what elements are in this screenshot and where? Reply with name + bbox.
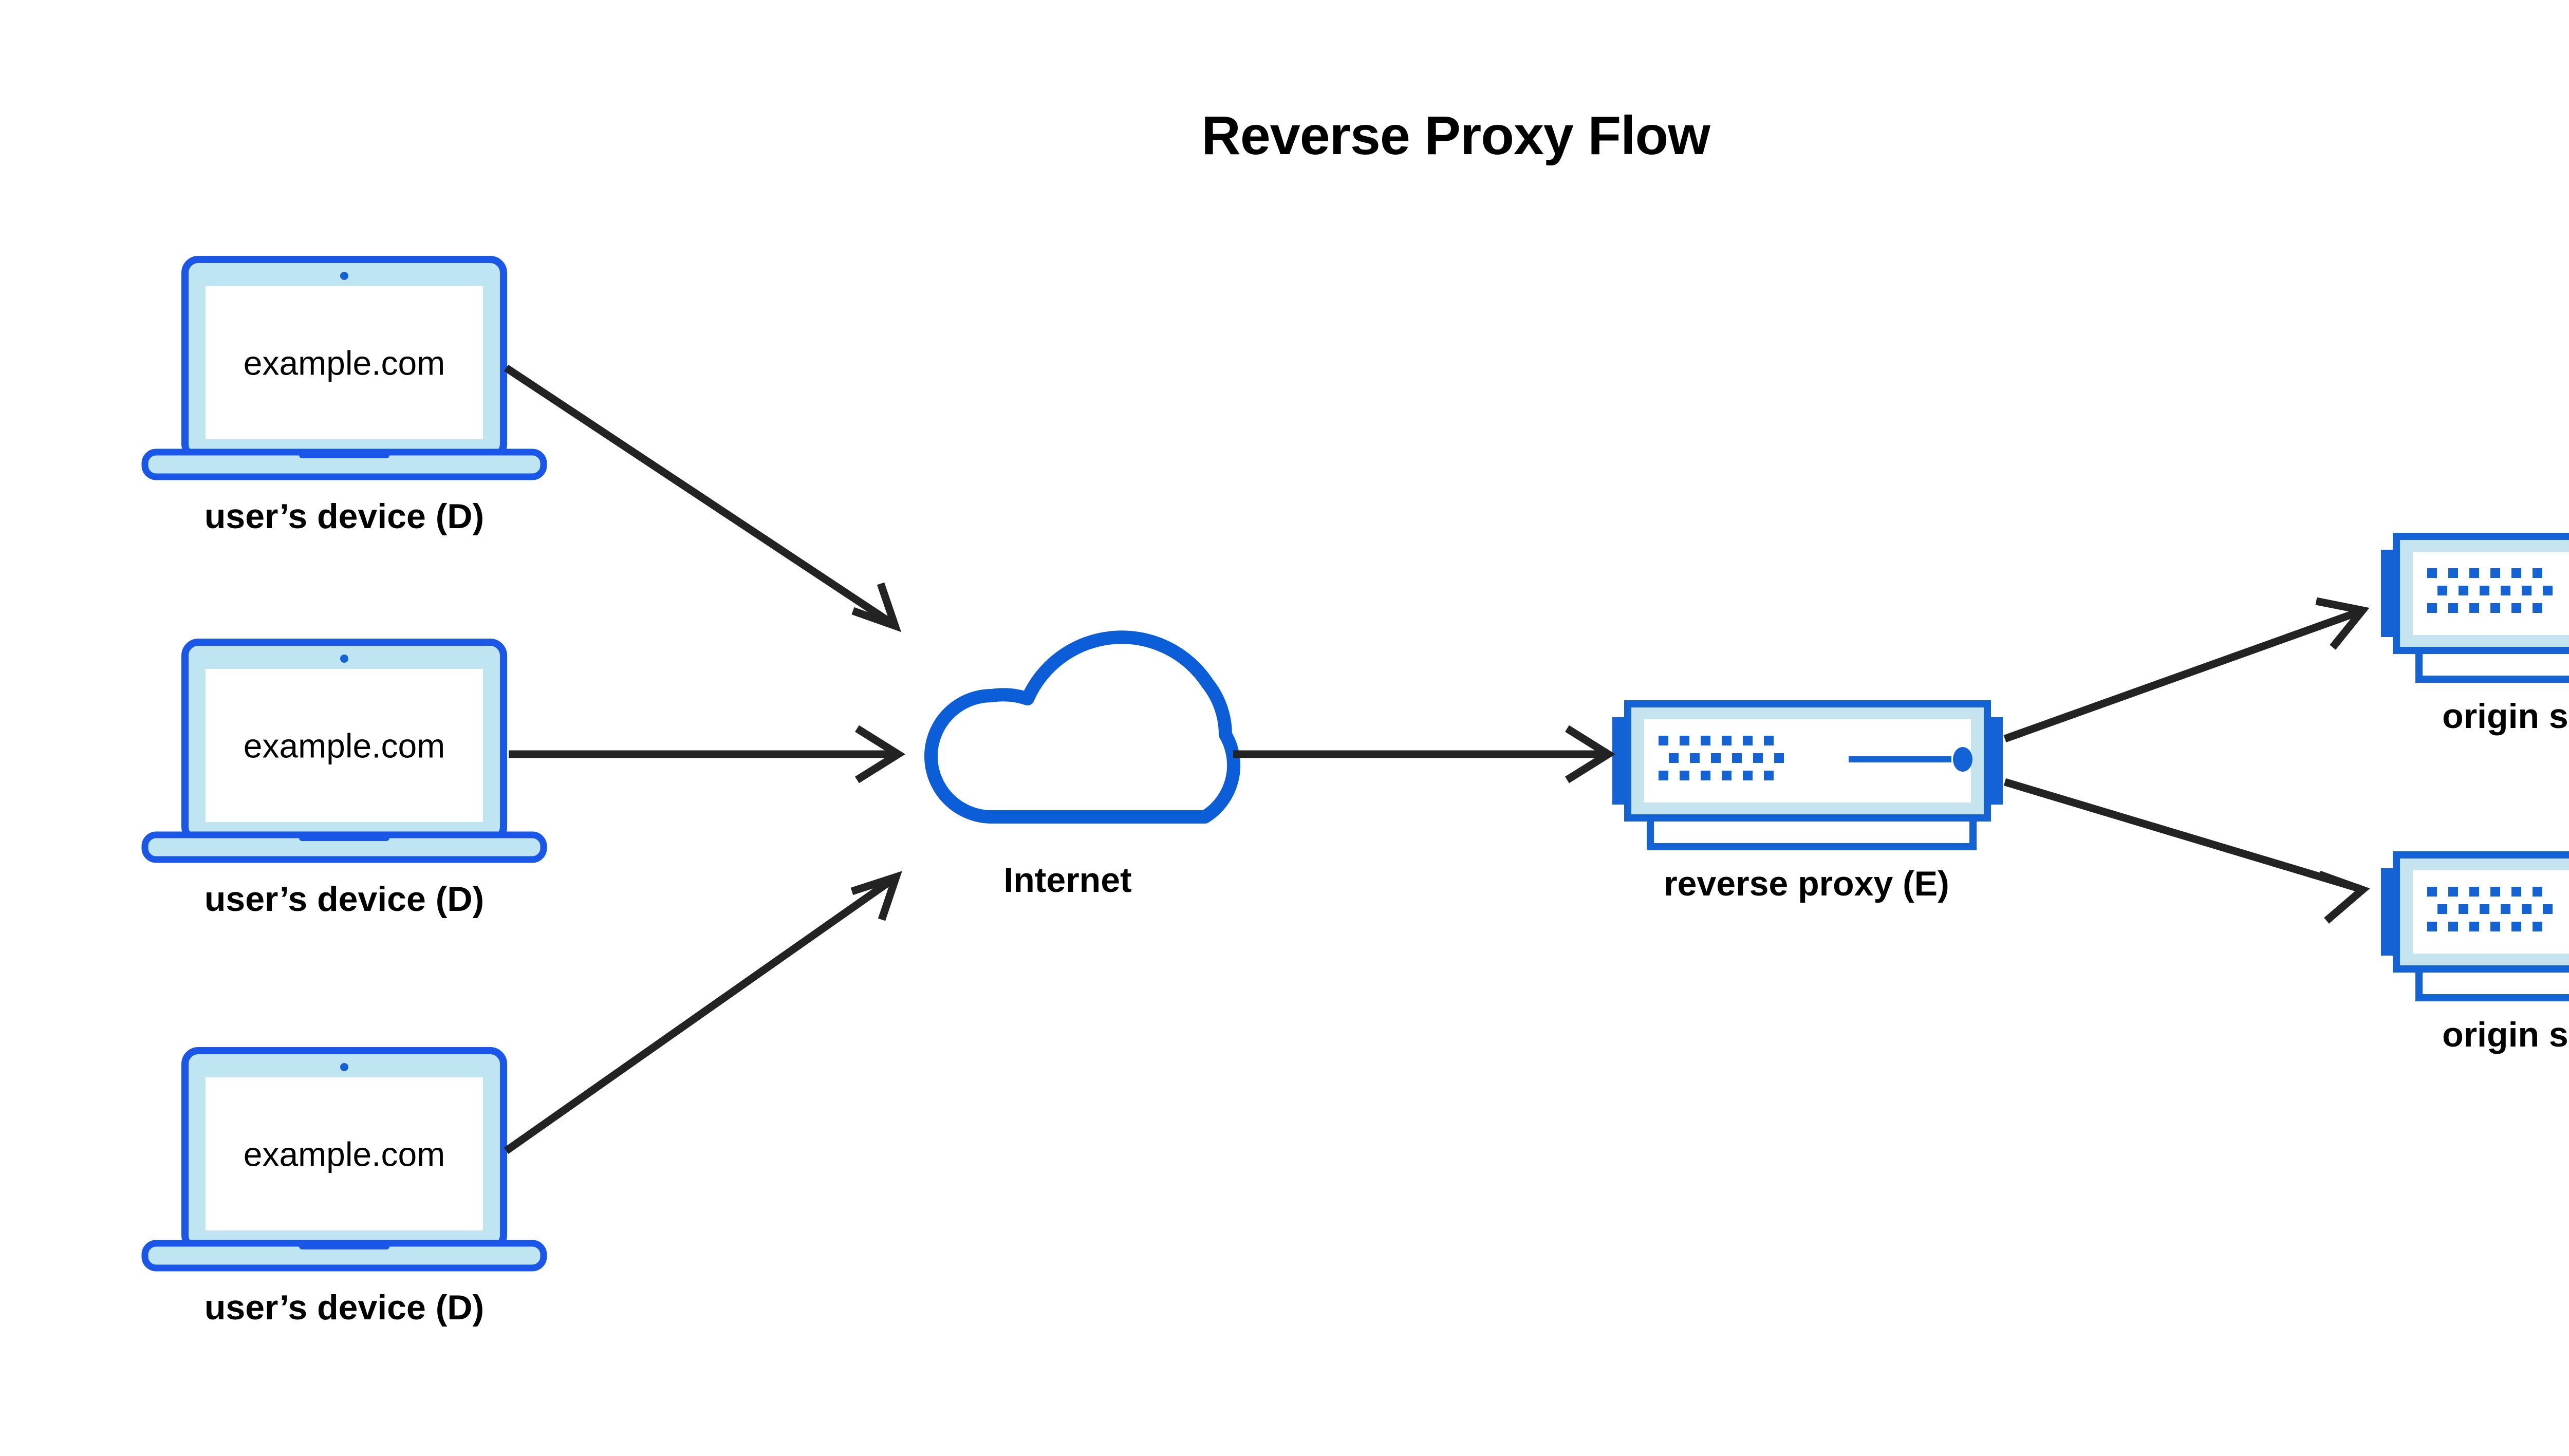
edge-device-bottom-to-internet (504, 871, 902, 1154)
laptop-screen-text: example.com (244, 1135, 445, 1173)
laptop-trackpad-notch (299, 1241, 389, 1249)
server-vent-grid (1659, 736, 1784, 780)
laptop-screen-text: example.com (244, 344, 445, 382)
node-origin-top[interactable]: origin server (F) (2381, 533, 2569, 736)
node-label-device-bottom: user’s device (D) (204, 1288, 484, 1327)
server-shelf-outline (1647, 814, 1977, 850)
node-internet-cloud[interactable]: Internet (924, 630, 1241, 900)
laptop-camera-icon (340, 1063, 348, 1071)
page-title: Reverse Proxy Flow (1201, 105, 1710, 166)
node-label-origin-bottom: origin server (F) (2442, 1015, 2569, 1054)
laptop-screen (206, 286, 483, 439)
node-label-device-top: user’s device (D) (204, 497, 484, 536)
server-status-led (1953, 747, 1972, 772)
edge-internet-to-proxy (1233, 725, 1616, 783)
laptop-screen (206, 1077, 483, 1230)
node-origin-bottom[interactable]: origin server (F) (2381, 851, 2569, 1054)
cloud-icon (924, 630, 1241, 824)
edge-device-middle-to-internet (509, 725, 906, 783)
edge-proxy-to-origin-bottom (2003, 778, 2370, 924)
node-reverse-proxy[interactable]: reverse proxy (E) (1612, 700, 2003, 903)
server-shelf-outline (2415, 647, 2569, 683)
server-shelf (1647, 818, 1973, 850)
node-label-origin-top: origin server (F) (2442, 697, 2569, 736)
laptop-screen (206, 669, 483, 822)
node-label-device-middle: user’s device (D) (204, 880, 484, 919)
server-status-line (1849, 756, 1951, 762)
laptop-camera-icon (340, 655, 348, 663)
node-device-middle[interactable]: example.com user’s device (D) (141, 639, 547, 919)
laptop-camera-icon (340, 272, 348, 280)
server-vent-grid (2427, 887, 2553, 931)
laptop-screen-text: example.com (244, 726, 445, 764)
laptop-trackpad-notch (299, 833, 389, 841)
node-label-internet: Internet (1003, 861, 1131, 900)
edge-device-top-to-internet (504, 364, 902, 632)
node-device-top[interactable]: example.com user’s device (D) (141, 256, 547, 536)
server-vent-grid (2427, 568, 2553, 613)
laptop-trackpad-notch (299, 450, 389, 458)
node-device-bottom[interactable]: example.com user’s device (D) (141, 1047, 547, 1327)
edges-layer (504, 364, 2370, 1154)
node-label-reverse-proxy: reverse proxy (E) (1664, 864, 1949, 903)
server-shelf-outline (2415, 965, 2569, 1001)
edge-proxy-to-origin-top (2003, 597, 2370, 743)
